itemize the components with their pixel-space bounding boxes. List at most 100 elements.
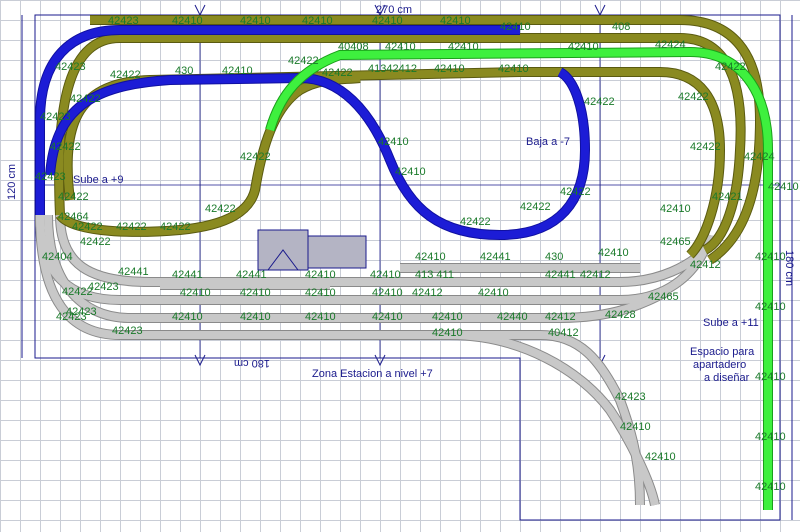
piece-label: 42410 [598, 247, 629, 259]
piece-label: 40408 [338, 41, 369, 53]
piece-label: 42410 [620, 421, 651, 433]
dim-bottom-label: 180 cm [234, 357, 270, 369]
piece-label: 42423 [108, 15, 139, 27]
piece-label: 42422 [288, 55, 319, 67]
piece-label: 42423 [112, 325, 143, 337]
station-building [257, 229, 367, 271]
piece-label: 42410 [660, 203, 691, 215]
piece-label: 42410 [755, 371, 786, 383]
piece-label: 408 [612, 21, 630, 33]
piece-label: 40412 [548, 327, 579, 339]
piece-label: 42410 [378, 136, 409, 148]
piece-label: 42410 [385, 41, 416, 53]
piece-label: 42410 [434, 63, 465, 75]
piece-label: 42441 [236, 269, 267, 281]
piece-label: 42423 [56, 311, 87, 323]
piece-label: 413 411 [415, 269, 454, 281]
piece-label: 42410 [395, 166, 426, 178]
piece-label: 42410 [432, 327, 463, 339]
piece-label: 430 [175, 65, 193, 77]
note-espacio-1: Espacio para [690, 346, 755, 358]
piece-label: 42465 [648, 291, 679, 303]
piece-label: 42412 [545, 311, 576, 323]
note-sube-9: Sube a +9 [73, 174, 123, 186]
piece-label: 42424 [744, 151, 775, 163]
piece-label: 42422 [50, 141, 81, 153]
piece-label: 42423 [40, 111, 71, 123]
dim-right-label: 180 cm [783, 250, 795, 286]
piece-label: 42422 [560, 186, 591, 198]
piece-label: 42412 [580, 269, 611, 281]
piece-label: 42410 [222, 65, 253, 77]
piece-label: 42423 [35, 171, 66, 183]
piece-label: 42410 [768, 181, 799, 193]
piece-label: 42422 [584, 96, 615, 108]
piece-label: 42404 [42, 251, 73, 263]
piece-label: 42410 [305, 287, 336, 299]
piece-label: 42410 [240, 287, 271, 299]
piece-label: 42422 [80, 236, 111, 248]
piece-label: 42410 [172, 311, 203, 323]
piece-label: 42422 [690, 141, 721, 153]
piece-label: 42464 [58, 211, 89, 223]
piece-labels: 42423 42410 42410 42410 42410 42410 4241… [35, 15, 799, 493]
piece-label: 42424 [655, 39, 686, 51]
dim-top-label: 270 cm [376, 4, 412, 16]
note-espacio-3: a diseñar [704, 372, 750, 384]
piece-label: 42410 [432, 311, 463, 323]
piece-label: 42422 [110, 69, 141, 81]
note-zona-estacion: Zona Estacion a nivel +7 [312, 368, 433, 380]
dim-left-label: 120 cm [6, 164, 18, 200]
piece-label: 42441 [172, 269, 203, 281]
piece-label: 430 [545, 251, 563, 263]
note-espacio-2: apartadero [693, 359, 746, 371]
piece-label: 42422 [62, 286, 93, 298]
piece-label: 42428 [605, 309, 636, 321]
piece-label: 42410 [305, 269, 336, 281]
piece-label: 42422 [160, 221, 191, 233]
piece-label: 42410 [755, 251, 786, 263]
piece-label: 42422 [322, 67, 353, 79]
piece-label: 42440 [497, 311, 528, 323]
piece-label: 42410 [478, 287, 509, 299]
piece-label: 42410 [568, 41, 599, 53]
piece-label: 42421 [712, 191, 743, 203]
piece-label: 42410 [240, 15, 271, 27]
piece-label: 42410 [372, 287, 403, 299]
green-track-fill [266, 47, 772, 510]
piece-label: 41342412 [368, 63, 417, 75]
piece-label: 42410 [372, 311, 403, 323]
piece-label: 42410 [645, 451, 676, 463]
piece-label: 42410 [440, 15, 471, 27]
piece-label: 42410 [500, 21, 531, 33]
note-sube-11: Sube a +11 [703, 317, 759, 329]
piece-label: 42422 [240, 151, 271, 163]
piece-label: 42410 [305, 311, 336, 323]
piece-label: 42410 [372, 15, 403, 27]
piece-label: 42441 [545, 269, 576, 281]
piece-label: 42422 [72, 221, 103, 233]
olive-tracks-fill [55, 16, 765, 264]
piece-label: 42423 [615, 391, 646, 403]
piece-label: 42422 [520, 201, 551, 213]
piece-label: 42410 [302, 15, 333, 27]
piece-label: 42423 [55, 61, 86, 73]
piece-label: 42441 [118, 266, 149, 278]
note-baja-7: Baja a -7 [526, 136, 570, 148]
piece-label: 42410 [370, 269, 401, 281]
piece-label: 42422 [116, 221, 147, 233]
piece-label: 42465 [660, 236, 691, 248]
piece-label: 42422 [70, 93, 101, 105]
piece-label: 42410 [448, 41, 479, 53]
piece-label: 42410 [180, 287, 211, 299]
piece-label: 42410 [172, 15, 203, 27]
piece-label: 42412 [412, 287, 443, 299]
grey-tracks-fill [36, 214, 714, 506]
piece-label: 42410 [240, 311, 271, 323]
piece-label: 42410 [498, 63, 529, 75]
blue-tracks-fill [36, 26, 590, 240]
piece-label: 42423 [66, 306, 97, 318]
piece-label: 42422 [58, 191, 89, 203]
